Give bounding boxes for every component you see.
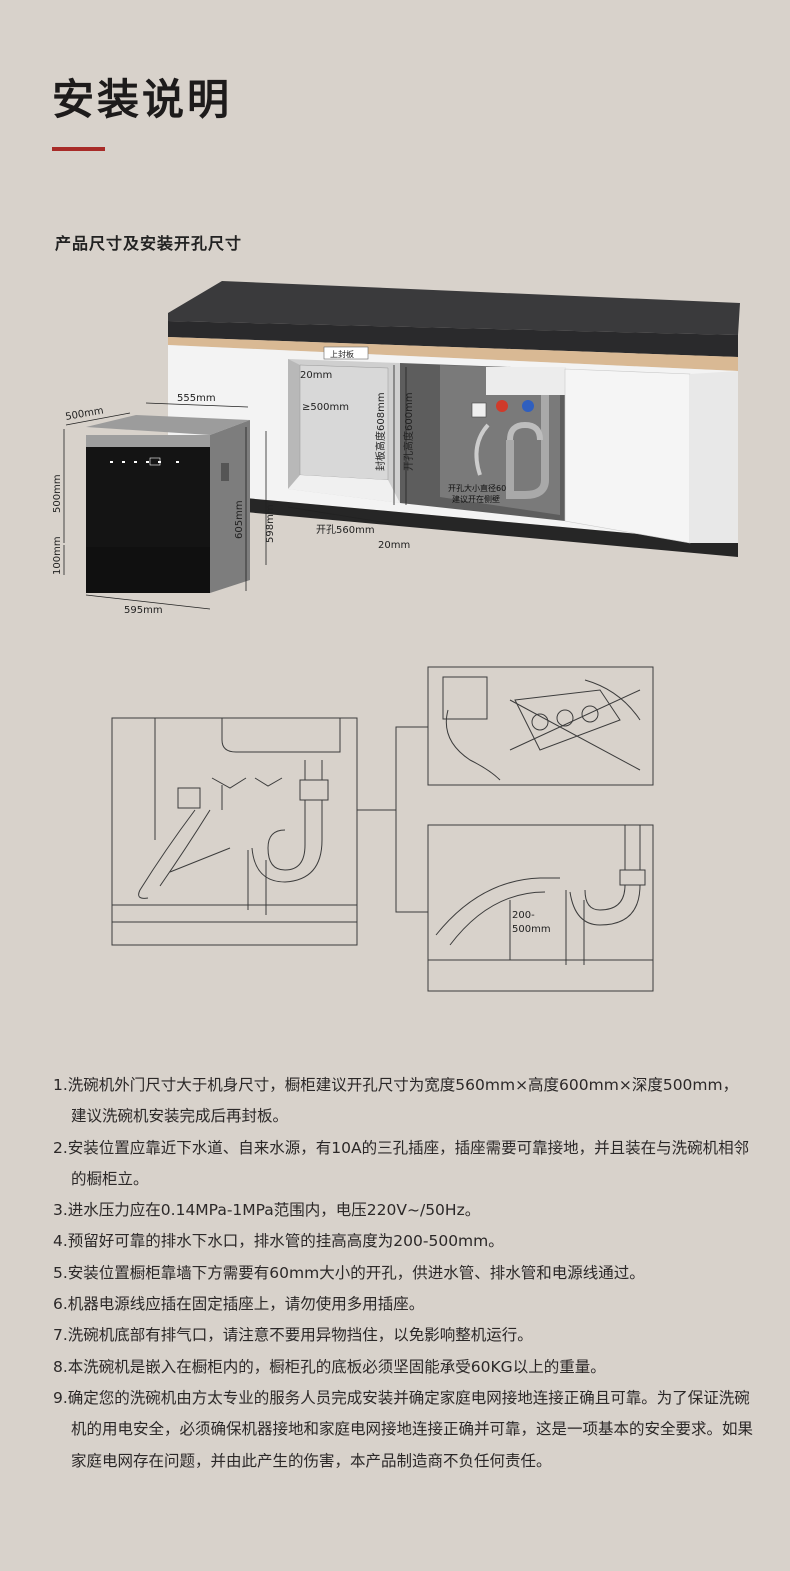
label-dw-605: 605mm [234, 500, 245, 539]
label-top-panel: 上封板 [330, 349, 354, 359]
installation-notes: 1.洗碗机外门尺寸大于机身尺寸，橱柜建议开孔尺寸为宽度560mm×高度600mm… [53, 1070, 753, 1477]
countertop [168, 281, 740, 335]
note-2: 2.安装位置应靠近下水道、自来水源，有10A的三孔插座，插座需要可靠接地，并且装… [53, 1138, 750, 1188]
label-side-hole-1: 开孔大小直径60 [448, 483, 506, 493]
plumbing-socket-panel [427, 666, 654, 786]
note-7: 7.洗碗机底部有排气口，请注意不要用异物挡住，以免影响整机运行。 [53, 1326, 533, 1345]
label-20-top: 20mm [300, 370, 332, 381]
plumbing-drain-panel [427, 824, 654, 992]
label-seal-height: 封板高度608mm [374, 392, 387, 471]
label-500-depth: ≥500mm [302, 402, 349, 413]
label-dw-depth: 500mm [65, 405, 105, 423]
label-drain-height-1: 200- [512, 910, 535, 921]
page-title: 安装说明 [52, 75, 233, 124]
plumbing-main-panel [111, 717, 358, 946]
dishwasher-top [86, 415, 250, 435]
note-1: 1.洗碗机外门尺寸大于机身尺寸，橱柜建议开孔尺寸为宽度560mm×高度600mm… [53, 1076, 739, 1126]
cabinet-dimension-diagram: 上封板 开孔大小直径60 建议开在侧壁 开孔560mm 20mm 20mm ≥5… [52, 281, 740, 615]
plumbing-line-diagram: 200- 500mm [111, 666, 654, 992]
note-6: 6.机器电源线应插在固定插座上，请勿使用多用插座。 [53, 1295, 425, 1314]
cabinet-door-right [564, 368, 691, 544]
label-dw-leg: 100mm [52, 536, 63, 575]
label-20-bottom: 20mm [378, 540, 410, 551]
label-dw-door: 555mm [177, 393, 216, 404]
note-4: 4.预留好可靠的排水下水口，排水管的挂高高度为200-500mm。 [53, 1232, 504, 1251]
label-side-hole-2: 建议开在侧壁 [452, 494, 500, 504]
section-subtitle: 产品尺寸及安装开孔尺寸 [55, 234, 243, 253]
label-drain-height-2: 500mm [512, 924, 551, 935]
note-5: 5.安装位置橱柜靠墙下方需要有60mm大小的开孔，供进水管、排水管和电源线通过。 [53, 1263, 645, 1282]
label-hole-height: 开孔高度600mm [402, 392, 415, 471]
title-underline [52, 147, 105, 151]
label-dw-height: 500mm [52, 474, 63, 513]
note-9: 9.确定您的洗碗机由方太专业的服务人员完成安装并确定家庭电网接地连接正确且可靠。… [53, 1388, 754, 1470]
note-8: 8.本洗碗机是嵌入在橱柜内的，橱柜孔的底板必须坚固能承受60KG以上的重量。 [53, 1357, 606, 1376]
note-3: 3.进水压力应在0.14MPa-1MPa范围内，电压220V~/50Hz。 [53, 1201, 481, 1220]
label-hole-width: 开孔560mm [316, 524, 375, 536]
label-dw-598: 598mm [265, 504, 276, 543]
label-dw-width: 595mm [124, 605, 163, 615]
